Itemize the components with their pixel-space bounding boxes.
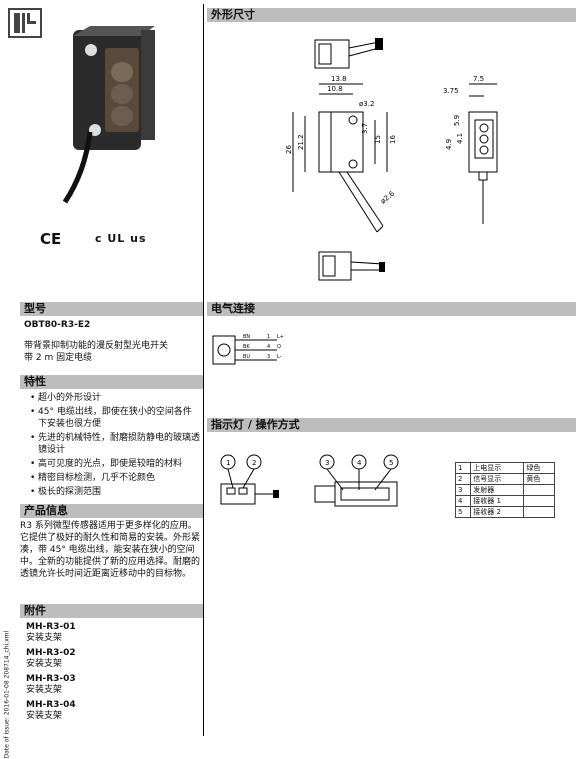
- dimension-drawing: 13.8 10.8 ø3.2 3.7 15 16 21.2 26 ø2.6 7.…: [285, 38, 498, 281]
- terminal-l-plus: L+: [277, 334, 284, 340]
- accessories-list: MH-R3-01 安装支架 MH-R3-02 安装支架 MH-R3-03 安装支…: [26, 622, 196, 722]
- accessory-code: MH-R3-01: [26, 622, 76, 632]
- issue-date-note: Date of issue: 2016-01-08 208714_chi.xml: [3, 630, 11, 759]
- dim-13-8: 13.8: [331, 75, 347, 83]
- accessory-desc: 安装支架: [26, 685, 63, 695]
- feature-item: 精密目标检测，几乎不论颜色: [30, 472, 200, 484]
- pin-1: 1: [267, 334, 270, 340]
- feature-item: 先进的机械特性，耐磨损防静电的玻璃透镜设计: [30, 432, 200, 456]
- callout-1: 1: [226, 459, 230, 467]
- dim-diameter-3-2: ø3.2: [359, 100, 374, 108]
- dim-21-2: 21.2: [297, 134, 305, 150]
- accessory-desc: 安装支架: [26, 659, 63, 669]
- wiring-diagram: BN BK BU 1 4 3 L+ Q L-: [212, 334, 284, 365]
- callout-4: 4: [357, 459, 362, 467]
- terminal-q: Q: [277, 344, 281, 350]
- dim-3-75: 3.75: [443, 87, 459, 95]
- dim-15: 15: [374, 135, 382, 144]
- accessory-code: MH-R3-03: [26, 674, 76, 684]
- feature-item: 极长的探测范围: [30, 486, 200, 498]
- dim-7-5: 7.5: [473, 75, 484, 83]
- callout-3: 3: [325, 459, 329, 467]
- model-code: OBT80-R3-E2: [24, 320, 91, 330]
- product-info-header: 产品信息: [20, 504, 204, 518]
- accessory-desc: 安装支架: [26, 633, 63, 643]
- feature-item: 超小的外形设计: [30, 392, 200, 404]
- ce-mark: CE: [40, 230, 62, 248]
- wire-bn: BN: [243, 334, 250, 340]
- dim-4-9: 4.9: [445, 139, 453, 150]
- dim-16: 16: [389, 135, 397, 144]
- dim-5-9: 5.9: [453, 115, 461, 126]
- features-header: 特性: [20, 375, 204, 389]
- terminal-l-minus: L-: [277, 354, 282, 360]
- brand-logo: [8, 8, 42, 38]
- accessories-header: 附件: [20, 604, 204, 618]
- product-info-text: R3 系列微型传感器适用于更多样化的应用。它提供了极好的耐久性和简易的安装。外形…: [20, 521, 201, 579]
- model-description: 带背景抑制功能的漫反射型光电开关 带 2 m 固定电缆: [24, 341, 169, 363]
- indicators-header: 指示灯 / 操作方式: [207, 418, 576, 432]
- accessory-code: MH-R3-04: [26, 700, 76, 710]
- dim-3-7: 3.7: [361, 123, 369, 134]
- dim-4-1: 4.1: [456, 133, 464, 144]
- indicator-drawing: 1 2 3 4 5: [220, 454, 399, 507]
- accessory-desc: 安装支架: [26, 711, 63, 721]
- accessory-code: MH-R3-02: [26, 648, 76, 658]
- electrical-header: 电气连接: [207, 302, 576, 316]
- dim-26: 26: [285, 145, 293, 154]
- dimensions-header: 外形尺寸: [207, 8, 576, 22]
- column-divider: [203, 4, 204, 736]
- pin-3: 3: [267, 354, 270, 360]
- wire-bu: BU: [243, 354, 250, 360]
- feature-item: 45° 电缆出线，即使在狭小的空间各件下安装也很方便: [30, 406, 200, 430]
- dim-10-8: 10.8: [327, 85, 343, 93]
- features-list: 超小的外形设计 45° 电缆出线，即使在狭小的空间各件下安装也很方便 先进的机械…: [30, 392, 200, 500]
- wire-bk: BK: [243, 344, 250, 350]
- pin-4: 4: [267, 344, 270, 350]
- model-header: 型号: [20, 302, 204, 316]
- callout-5: 5: [389, 459, 393, 467]
- feature-item: 高可见度的光点，即使是较暗的材料: [30, 458, 200, 470]
- ul-mark: c UL us: [95, 232, 147, 245]
- callout-2: 2: [252, 459, 256, 467]
- dim-diameter-2-6: ø2.6: [379, 189, 396, 205]
- product-photo: [62, 26, 155, 204]
